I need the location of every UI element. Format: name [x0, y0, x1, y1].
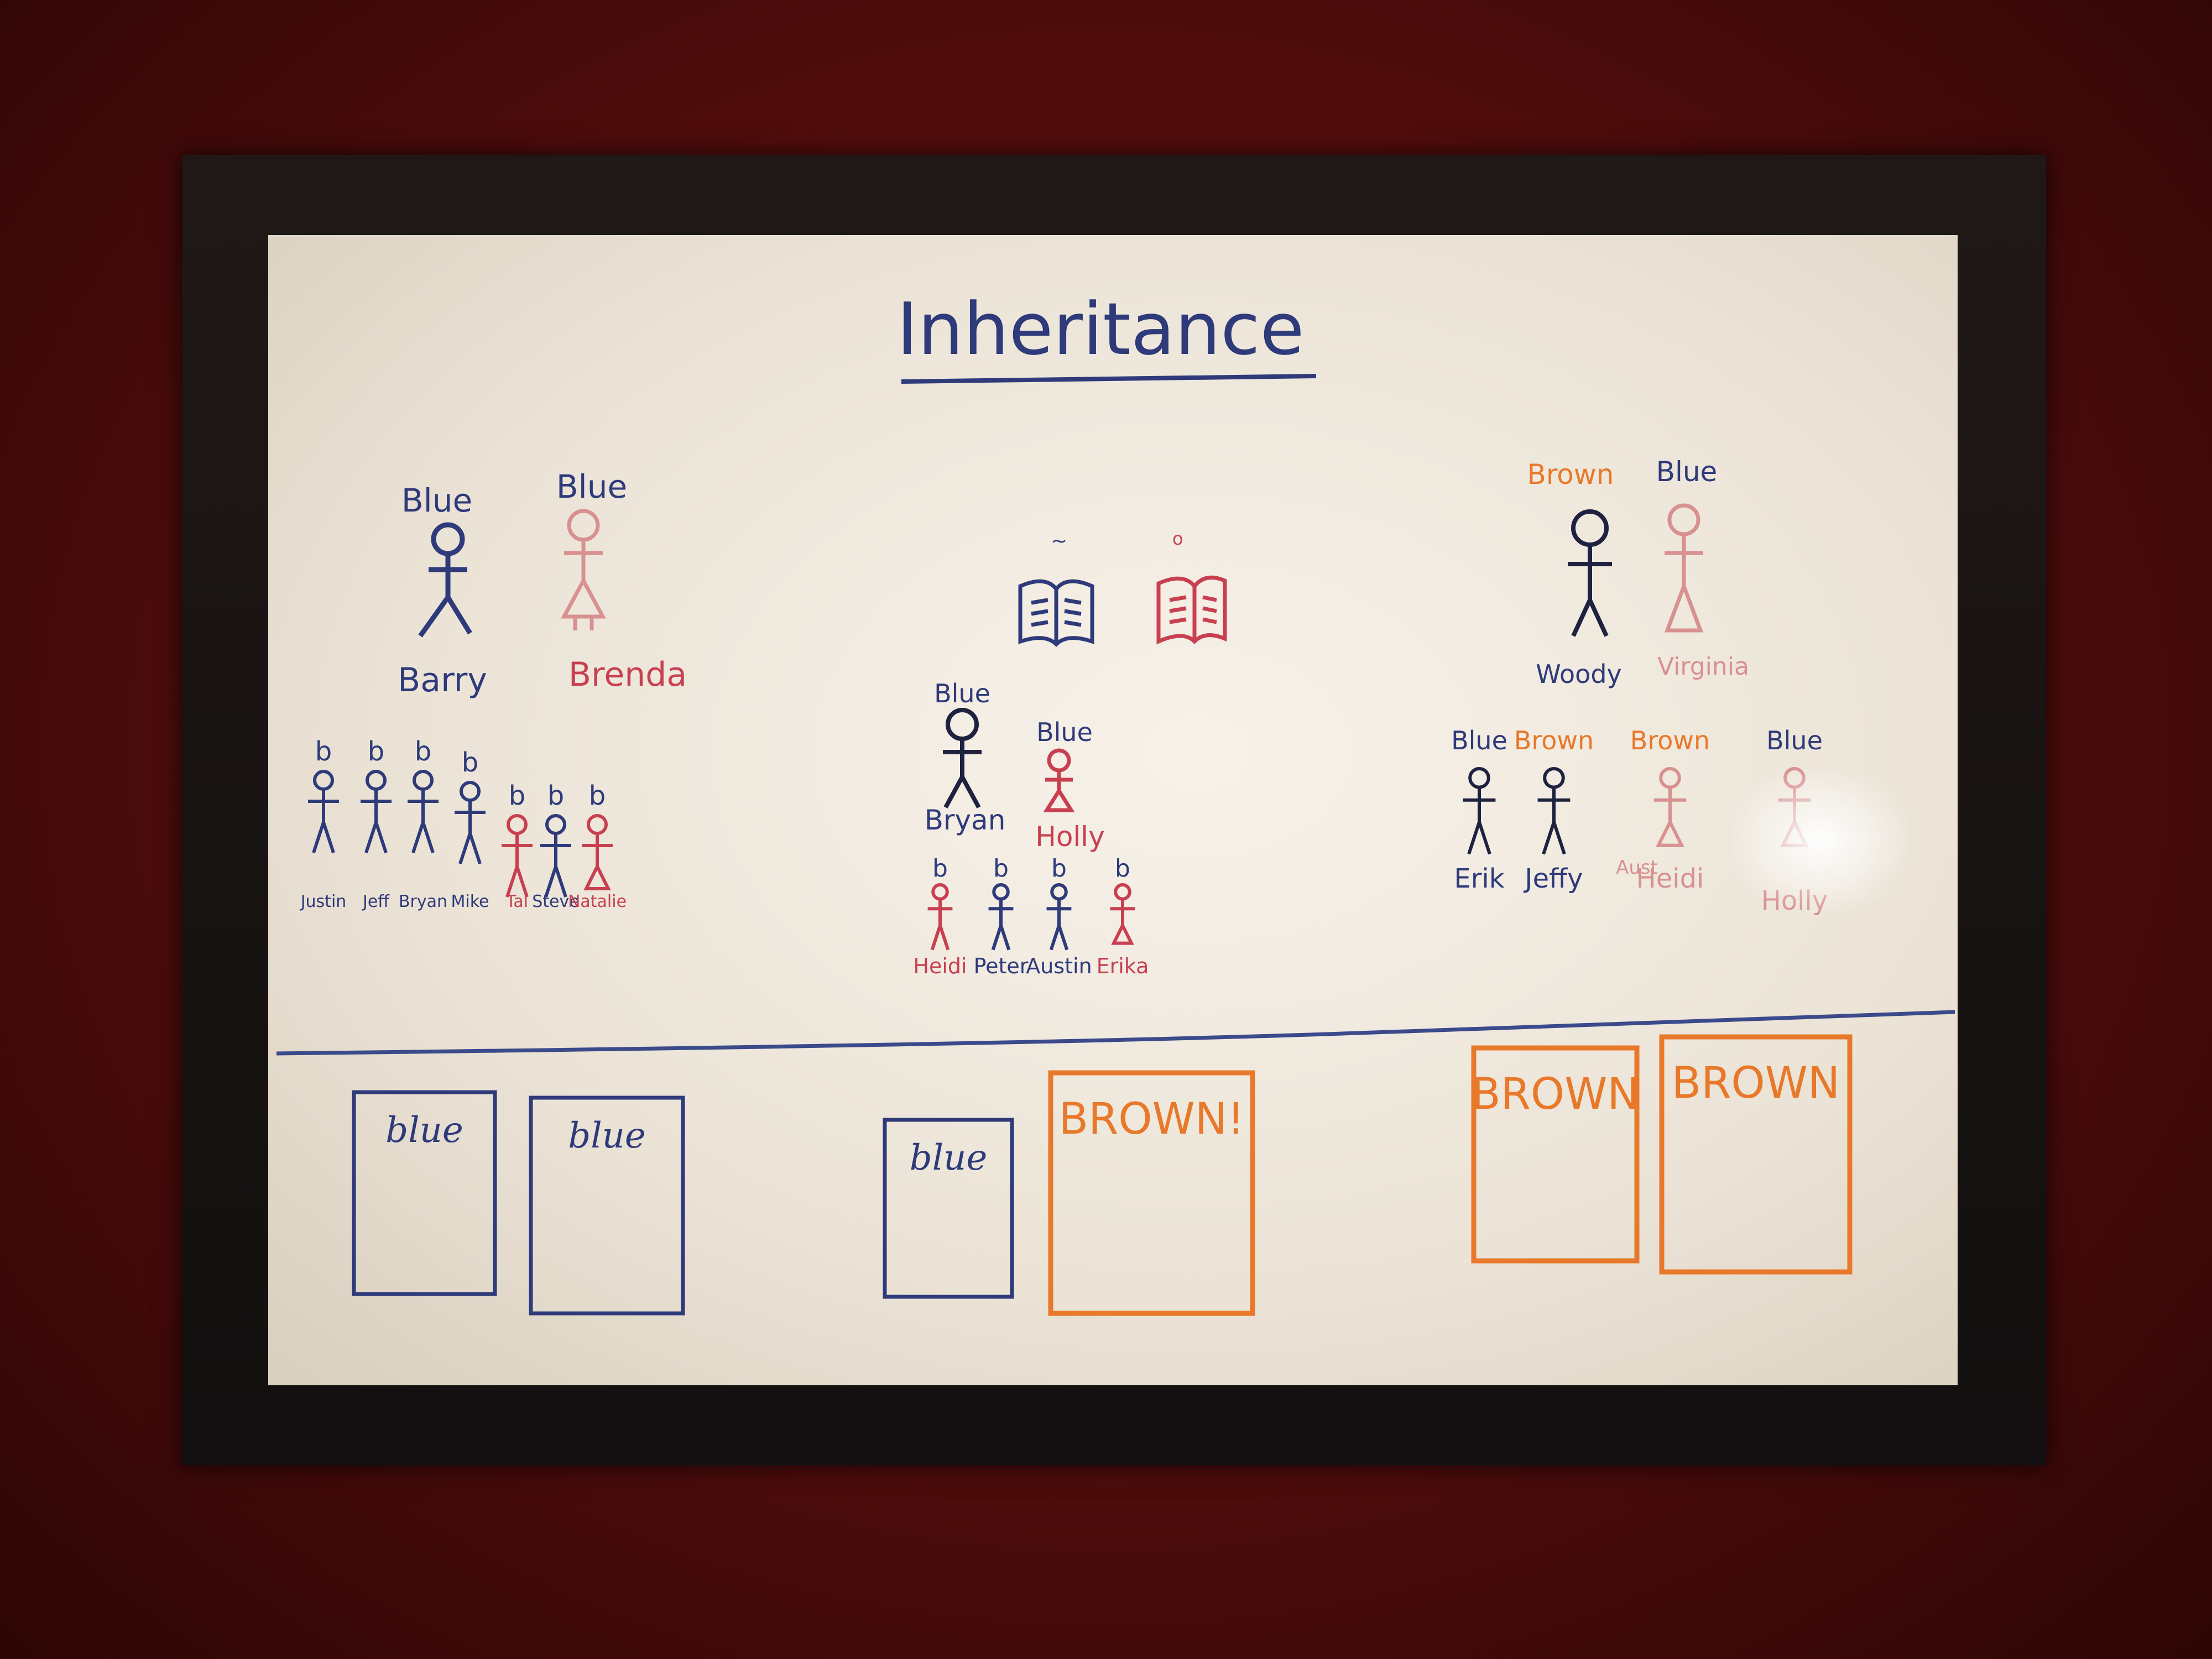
right-father-name: Woody: [1536, 659, 1622, 689]
genotype-box: [352, 1090, 497, 1296]
child-name: Jeff: [362, 892, 390, 911]
genotype-box-label: BROWN!: [1059, 1094, 1245, 1144]
child-gene-label: b: [462, 747, 478, 778]
middle-mother-figure: [1043, 748, 1075, 812]
left-mother-figure: [561, 509, 606, 630]
stick-figure: [361, 770, 392, 853]
board-title: Inheritance: [896, 287, 1304, 371]
light-glare: [1731, 769, 1908, 912]
child-gene-label: b: [589, 780, 606, 811]
child-name: Peter: [974, 954, 1029, 978]
genotype-box: [1048, 1070, 1255, 1316]
left-mother-eye: Blue: [556, 468, 627, 505]
right-mother-eye: Blue: [1656, 456, 1718, 488]
stick-figure: [1537, 767, 1571, 855]
divider-line: [276, 1010, 1955, 1056]
stick-figure: [927, 883, 953, 951]
middle-book-mark-right: o: [1172, 528, 1183, 549]
child-gene-label: b: [1115, 854, 1130, 883]
child-gene-label: b: [415, 736, 431, 767]
child-name: Erika: [1097, 954, 1149, 978]
child-gene-label: b: [547, 780, 564, 811]
child-name: Jeffy: [1523, 863, 1583, 894]
child-eye-label: Blue: [1451, 726, 1507, 755]
genotype-box-label: blue: [910, 1138, 988, 1178]
stick-figure: [308, 770, 339, 853]
stick-figure: [408, 770, 439, 853]
middle-mother-name: Holly: [1035, 821, 1105, 853]
child-gene-label: b: [368, 736, 384, 767]
child-name: Justin: [300, 892, 347, 911]
middle-father-figure: [943, 708, 982, 808]
genotype-box-label: blue: [568, 1115, 646, 1156]
child-name: Tal: [505, 892, 528, 911]
title-underline: [901, 374, 1317, 384]
child-gene-label: b: [315, 736, 332, 767]
stick-figure: [1110, 883, 1135, 945]
middle-mother-eye: Blue: [1036, 717, 1093, 747]
child-name: Mike: [451, 892, 489, 911]
genotype-box-label: blue: [385, 1110, 463, 1151]
right-father-eye: Brown: [1527, 458, 1614, 491]
middle-father-name: Bryan: [925, 804, 1006, 836]
child-eye-label: Brown: [1514, 726, 1594, 755]
child-name: Heidi: [1636, 863, 1704, 894]
child-gene-label: b: [509, 780, 525, 811]
stick-figure: [1463, 767, 1496, 855]
stick-figure: [455, 781, 486, 864]
genotype-box: [529, 1095, 685, 1316]
child-eye-label: Blue: [1766, 726, 1823, 755]
stick-figure: [1653, 767, 1687, 847]
child-name: Natalie: [568, 892, 627, 911]
genotype-box-label: BROWN: [1471, 1070, 1640, 1119]
child-eye-label: Brown: [1630, 726, 1710, 755]
right-mother-name: Virginia: [1657, 653, 1749, 681]
middle-book-mark-left: ~: [1051, 530, 1067, 552]
left-father-name: Barry: [398, 661, 487, 700]
child-gene-label: b: [993, 854, 1009, 883]
middle-father-eye: Blue: [934, 679, 990, 708]
book-icon: [1018, 579, 1094, 647]
whiteboard-surface: [268, 235, 1958, 1385]
child-name: Austin: [1026, 954, 1092, 978]
child-name-prefix: Aust: [1616, 857, 1658, 879]
stick-figure: [582, 814, 613, 890]
child-name: Bryan: [399, 892, 447, 911]
genotype-box-label: BROWN: [1672, 1058, 1840, 1108]
stick-figure: [540, 814, 571, 898]
child-name: Erik: [1454, 863, 1504, 894]
genotype-box: [1471, 1045, 1640, 1264]
genotype-boxes: blue blue blue BROWN! BROWN BROWN: [352, 1034, 1853, 1316]
child-gene-label: b: [1051, 854, 1067, 883]
right-mother-figure: [1664, 503, 1704, 633]
left-father-figure: [418, 522, 472, 638]
stick-figure: [502, 814, 533, 898]
left-father-eye: Blue: [401, 482, 472, 519]
right-father-figure: [1568, 509, 1612, 637]
left-mother-name: Brenda: [568, 655, 687, 694]
right-children: BlueErikBrownJeffyBrownAustHeidiBlueHoll…: [1451, 726, 1828, 916]
stick-figure: [988, 883, 1014, 951]
child-name: Steve: [532, 892, 579, 911]
child-gene-label: b: [932, 854, 948, 883]
stick-figure: [1046, 883, 1072, 951]
genotype-box: [883, 1118, 1014, 1299]
book-icon: [1156, 575, 1227, 645]
genotype-box: [1659, 1034, 1853, 1275]
child-name: Heidi: [913, 954, 967, 978]
